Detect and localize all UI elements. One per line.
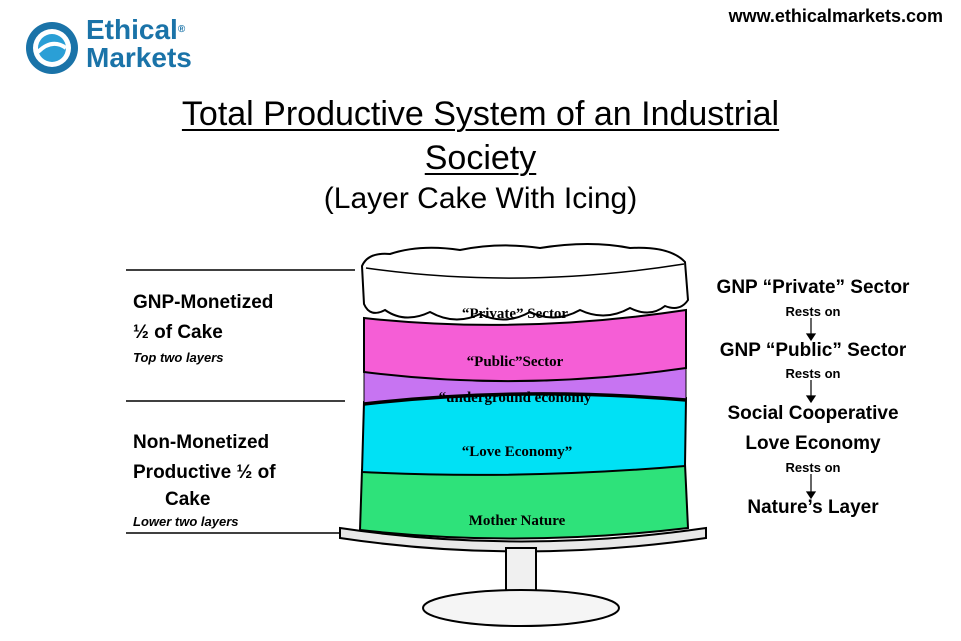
rests-on-1: Rests on	[785, 304, 841, 319]
layer-label-nature: Mother Nature	[469, 513, 566, 529]
layer-label-private: “Private” Sector	[462, 306, 569, 322]
subtitle: (Layer Cake With Icing)	[323, 182, 638, 215]
cake-stand-base	[422, 589, 620, 627]
logo-wordmark: Ethical® Markets	[86, 14, 192, 73]
website-url[interactable]: www.ethicalmarkets.com	[728, 6, 943, 26]
layer-label-public: “Public”Sector	[467, 354, 564, 370]
right-social-label-1: Social Cooperative	[727, 403, 899, 424]
globe-logo-icon	[26, 22, 78, 74]
gnp-monetized-label: GNP-Monetized ½ of Cake	[133, 292, 274, 343]
non-monetized-note: Lower two layers	[133, 514, 239, 529]
right-private-label: GNP “Private” Sector	[716, 277, 910, 298]
gnp-monetized-note: Top two layers	[133, 350, 224, 365]
right-nature-label: Nature’s Layer	[747, 497, 879, 518]
title-line-2: Society	[424, 139, 537, 177]
right-public-label: GNP “Public” Sector	[719, 340, 907, 361]
rests-on-2: Rests on	[785, 366, 841, 381]
rests-on-3: Rests on	[785, 460, 841, 475]
flow-arrows	[805, 318, 817, 500]
logo-line-1: Ethical	[86, 14, 178, 45]
non-monetized-label: Non-Monetized Productive ½ of Cake	[133, 432, 276, 510]
layer-label-underground: “underground economy	[439, 390, 592, 406]
title-line-1: Total Productive System of an Industrial	[181, 95, 780, 133]
icing-private-layer	[360, 243, 690, 321]
ethical-markets-logo[interactable]: Ethical® Markets	[24, 14, 214, 80]
cake-plate	[339, 526, 707, 553]
logo-line-2: Markets	[86, 42, 192, 73]
public-sector-layer	[363, 308, 687, 383]
layer-label-love: “Love Economy”	[462, 444, 572, 460]
right-social-label-2: Love Economy	[745, 433, 881, 454]
